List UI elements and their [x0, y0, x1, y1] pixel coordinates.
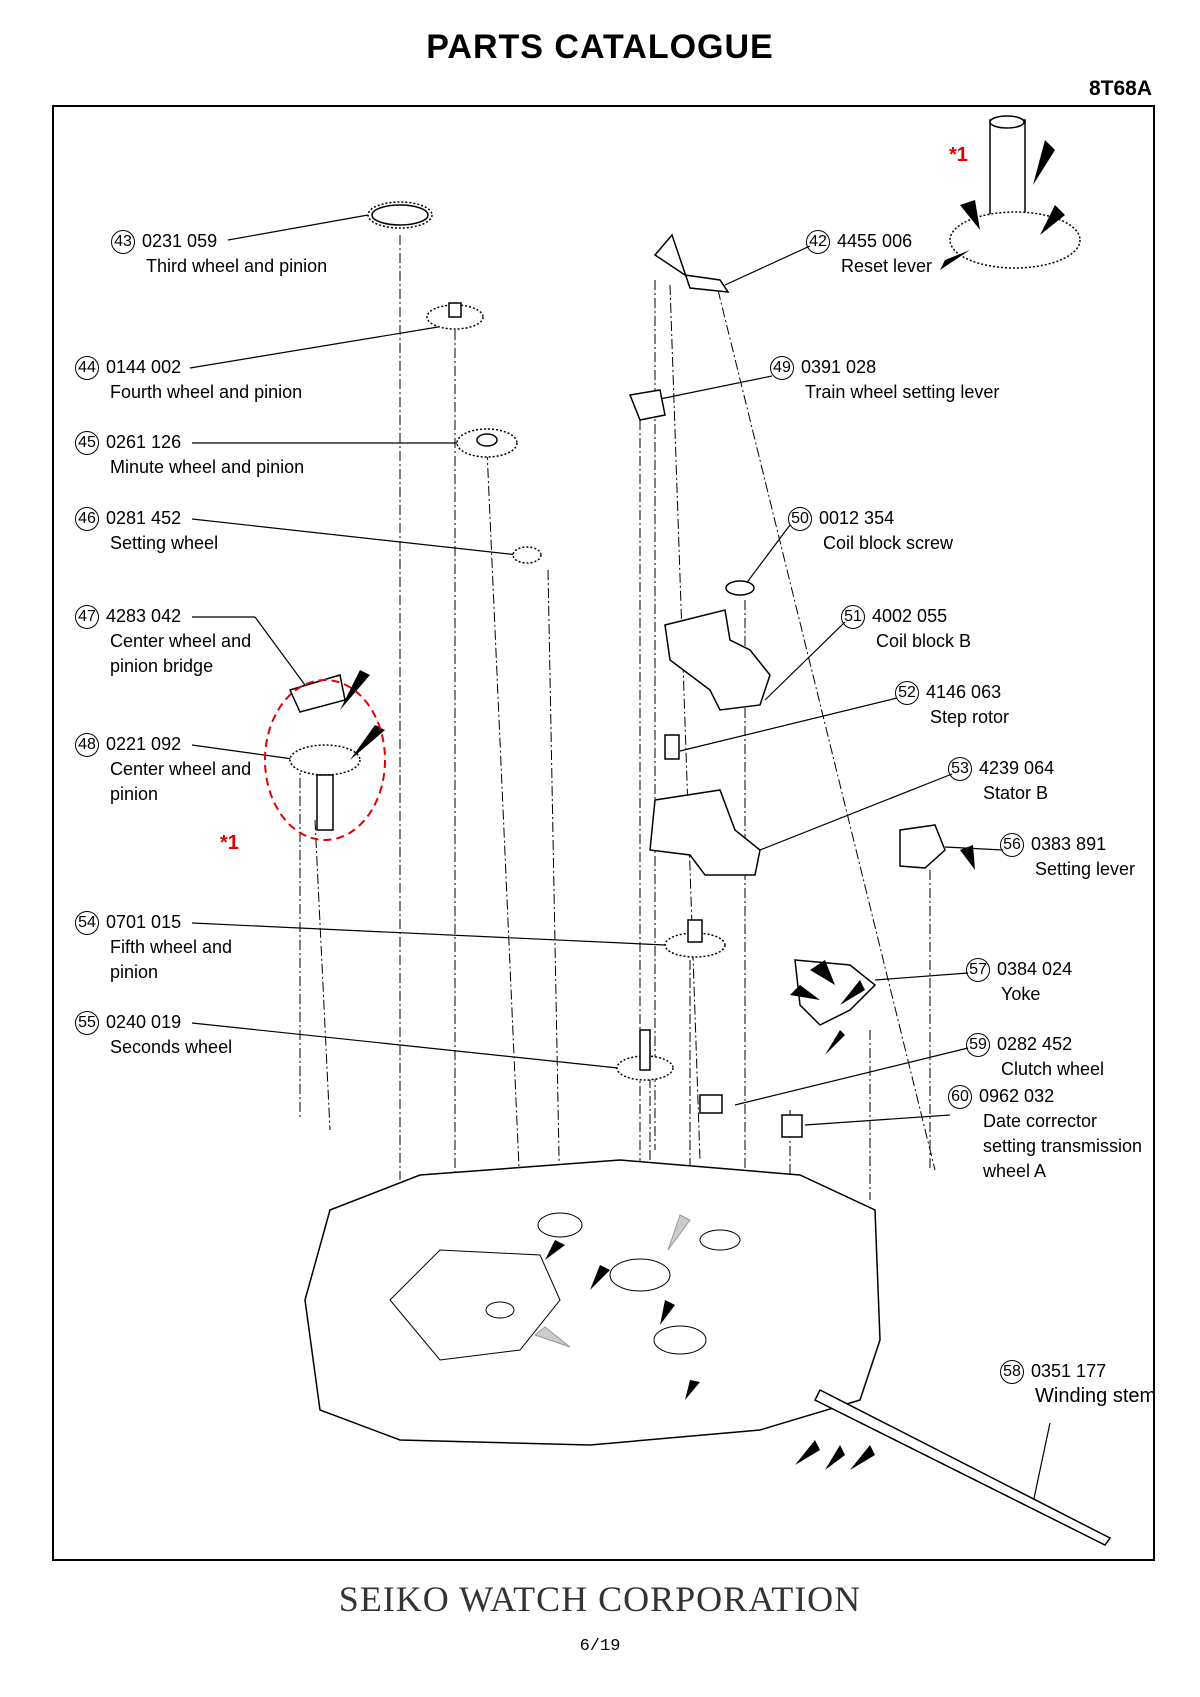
part-name: Date corrector setting transmission whee… — [983, 1111, 1143, 1181]
part-43: 43 0231 059 Third wheel and pinion — [111, 229, 327, 279]
part-name: Setting wheel — [110, 533, 219, 553]
part-name: Center wheel and pinion — [110, 759, 252, 804]
part-code: 0281 452 — [106, 508, 182, 528]
part-code: 4455 006 — [837, 231, 913, 251]
part-code: 0144 002 — [106, 357, 182, 377]
part-47: 47 4283 042 Center wheel and pinion brid… — [75, 604, 251, 679]
part-48: 48 0221 092 Center wheel and pinion — [75, 732, 251, 807]
part-code: 4283 042 — [106, 606, 182, 626]
part-56: 56 0383 891 Setting lever — [1000, 832, 1135, 882]
part-number: 56 — [1000, 833, 1024, 857]
part-name: Step rotor — [930, 707, 1010, 727]
part-code: 0221 092 — [106, 734, 182, 754]
part-number: 45 — [75, 431, 99, 455]
part-code: 0261 126 — [106, 432, 182, 452]
part-code: 4239 064 — [979, 758, 1055, 778]
part-46: 46 0281 452 Setting wheel — [75, 506, 218, 556]
part-55: 55 0240 019 Seconds wheel — [75, 1010, 232, 1060]
part-code: 0384 024 — [997, 959, 1073, 979]
part-number: 51 — [841, 605, 865, 629]
part-60: 60 0962 032 Date corrector setting trans… — [948, 1084, 1142, 1184]
part-number: 49 — [770, 356, 794, 380]
diagram-frame — [52, 105, 1155, 1561]
company-name: SEIKO WATCH CORPORATION — [338, 1579, 862, 1619]
part-name: Stator B — [983, 783, 1049, 803]
part-51: 51 4002 055 Coil block B — [841, 604, 971, 654]
part-number: 53 — [948, 757, 972, 781]
part-code: 4002 055 — [872, 606, 948, 626]
part-number: 52 — [895, 681, 919, 705]
part-code: 0351 177 — [1031, 1361, 1107, 1381]
part-50: 50 0012 354 Coil block screw — [788, 506, 953, 556]
part-name: Train wheel setting lever — [805, 382, 1000, 402]
part-code: 4146 063 — [926, 682, 1002, 702]
part-name: Coil block B — [876, 631, 972, 651]
part-57: 57 0384 024 Yoke — [966, 957, 1072, 1007]
part-44: 44 0144 002 Fourth wheel and pinion — [75, 355, 302, 405]
part-number: 50 — [788, 507, 812, 531]
part-number: 59 — [966, 1033, 990, 1057]
note-marker-2: *1 — [220, 832, 239, 854]
part-name: Center wheel and pinion bridge — [110, 631, 252, 676]
part-name: Coil block screw — [823, 533, 954, 553]
part-name: Fifth wheel and pinion — [110, 937, 233, 982]
part-name: Setting lever — [1035, 859, 1136, 879]
part-number: 48 — [75, 733, 99, 757]
part-name: Winding stem — [1035, 1385, 1157, 1407]
part-number: 58 — [1000, 1360, 1024, 1384]
part-number: 54 — [75, 911, 99, 935]
part-number: 43 — [111, 230, 135, 254]
part-52: 52 4146 063 Step rotor — [895, 680, 1009, 730]
part-name: Minute wheel and pinion — [110, 457, 305, 477]
part-name: Seconds wheel — [110, 1037, 233, 1057]
part-number: 55 — [75, 1011, 99, 1035]
part-number: 46 — [75, 507, 99, 531]
part-number: 42 — [806, 230, 830, 254]
part-59: 59 0282 452 Clutch wheel — [966, 1032, 1104, 1082]
part-code: 0383 891 — [1031, 834, 1107, 854]
note-marker-1: *1 — [949, 144, 968, 166]
part-code: 0391 028 — [801, 357, 877, 377]
part-49: 49 0391 028 Train wheel setting lever — [770, 355, 999, 405]
part-number: 57 — [966, 958, 990, 982]
part-code: 0962 032 — [979, 1086, 1055, 1106]
part-53: 53 4239 064 Stator B — [948, 756, 1054, 806]
part-name: Reset lever — [841, 256, 933, 276]
model-number: 8T68A — [1088, 77, 1152, 100]
part-code: 0282 452 — [997, 1034, 1073, 1054]
part-54: 54 0701 015 Fifth wheel and pinion — [75, 910, 232, 985]
part-code: 0231 059 — [142, 231, 218, 251]
part-45: 45 0261 126 Minute wheel and pinion — [75, 430, 304, 480]
part-name: Third wheel and pinion — [146, 256, 328, 276]
part-number: 60 — [948, 1085, 972, 1109]
part-name: Clutch wheel — [1001, 1059, 1105, 1079]
part-58: 58 0351 177 Winding stem — [1000, 1359, 1156, 1409]
part-code: 0701 015 — [106, 912, 182, 932]
part-name: Yoke — [1001, 984, 1041, 1004]
part-name: Fourth wheel and pinion — [110, 382, 303, 402]
part-code: 0240 019 — [106, 1012, 182, 1032]
page-number: 6/19 — [579, 1637, 621, 1656]
part-number: 44 — [75, 356, 99, 380]
part-42: 42 4455 006 Reset lever — [806, 229, 932, 279]
part-code: 0012 354 — [819, 508, 895, 528]
page-title: PARTS CATALOGUE — [426, 28, 774, 66]
part-number: 47 — [75, 605, 99, 629]
